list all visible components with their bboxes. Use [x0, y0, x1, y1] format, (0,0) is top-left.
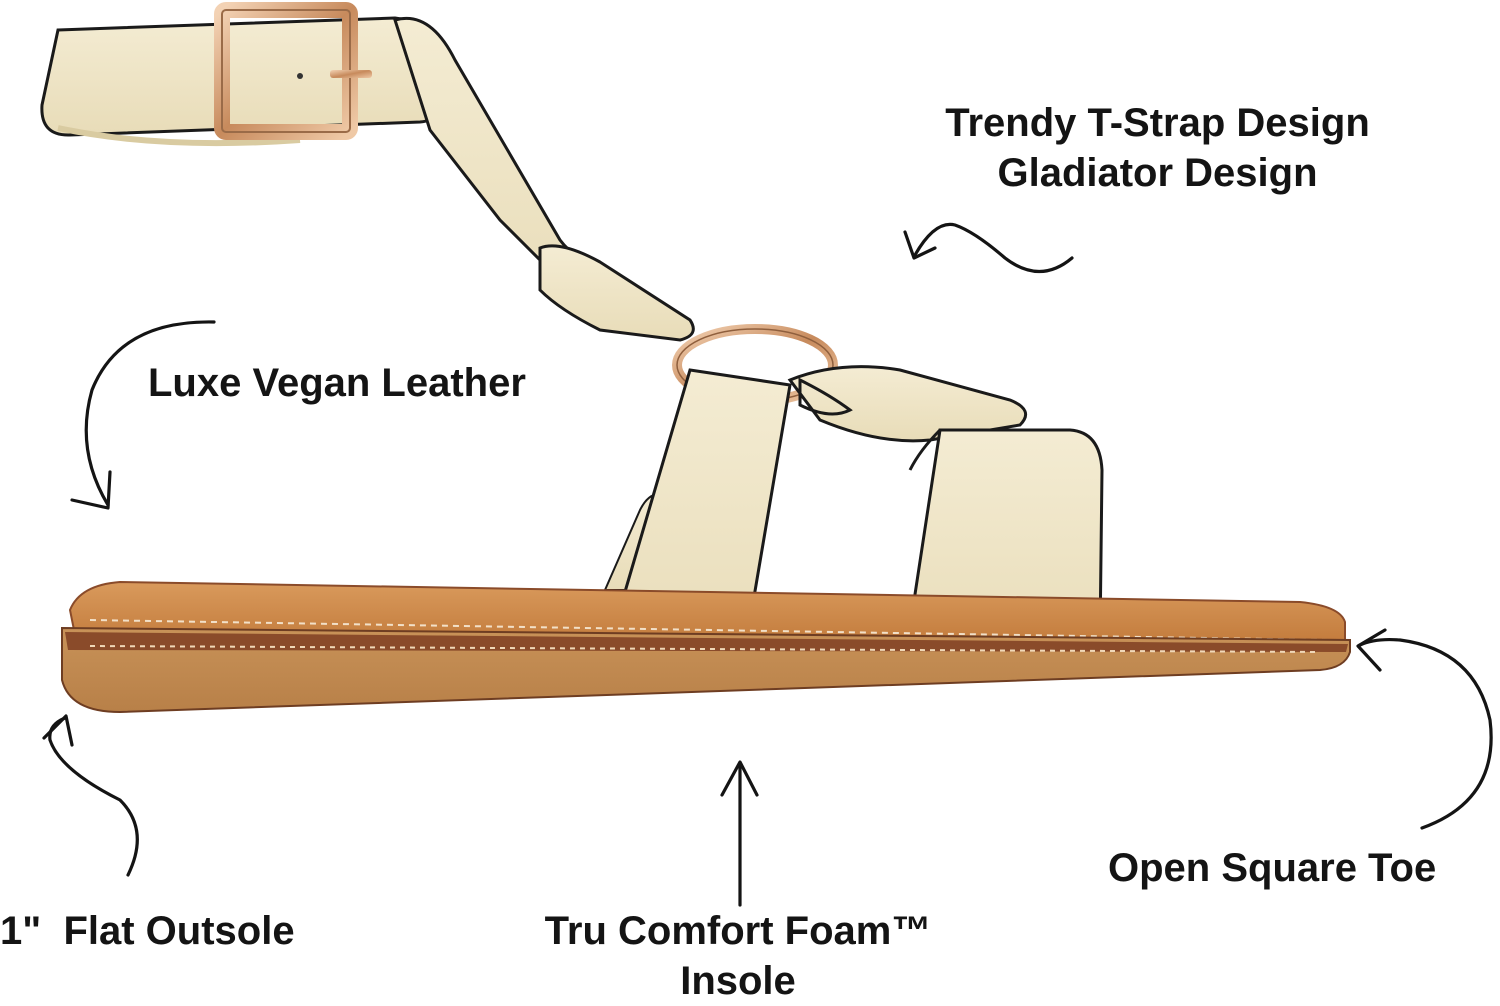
feature-insole-line2: Insole	[680, 959, 796, 1003]
toe-arrow	[1358, 637, 1493, 830]
feature-insole-label: Tru Comfort Foam™ Insole	[500, 906, 976, 1006]
toe-arrow-head	[1356, 628, 1387, 672]
insole-arrow-head	[720, 760, 759, 797]
upper-connector	[787, 365, 1028, 443]
outsole-arrow	[48, 716, 139, 877]
outsole	[61, 626, 1351, 714]
t-strap	[393, 16, 695, 342]
feature-toe-label: Open Square Toe	[1108, 846, 1437, 890]
leather-arrow	[84, 320, 216, 507]
feature-outsole-label: 1" Flat Outsole	[0, 909, 295, 953]
outsole-arrow-head	[42, 714, 74, 747]
tstrap-arrow	[913, 222, 1074, 273]
feature-leather-label: Luxe Vegan Leather	[148, 361, 526, 405]
feature-tstrap-label: Trendy T-Strap Design Gladiator Design	[900, 98, 1415, 198]
feature-tstrap-line1: Trendy T-Strap Design	[945, 101, 1370, 145]
footbed	[68, 580, 1346, 642]
tstrap-arrow-head	[903, 230, 937, 260]
square-buckle-icon	[214, 2, 372, 140]
feature-insole-line1: Tru Comfort Foam™	[544, 909, 932, 953]
leather-arrow-head	[70, 470, 112, 510]
feature-tstrap-line2: Gladiator Design	[997, 151, 1318, 195]
